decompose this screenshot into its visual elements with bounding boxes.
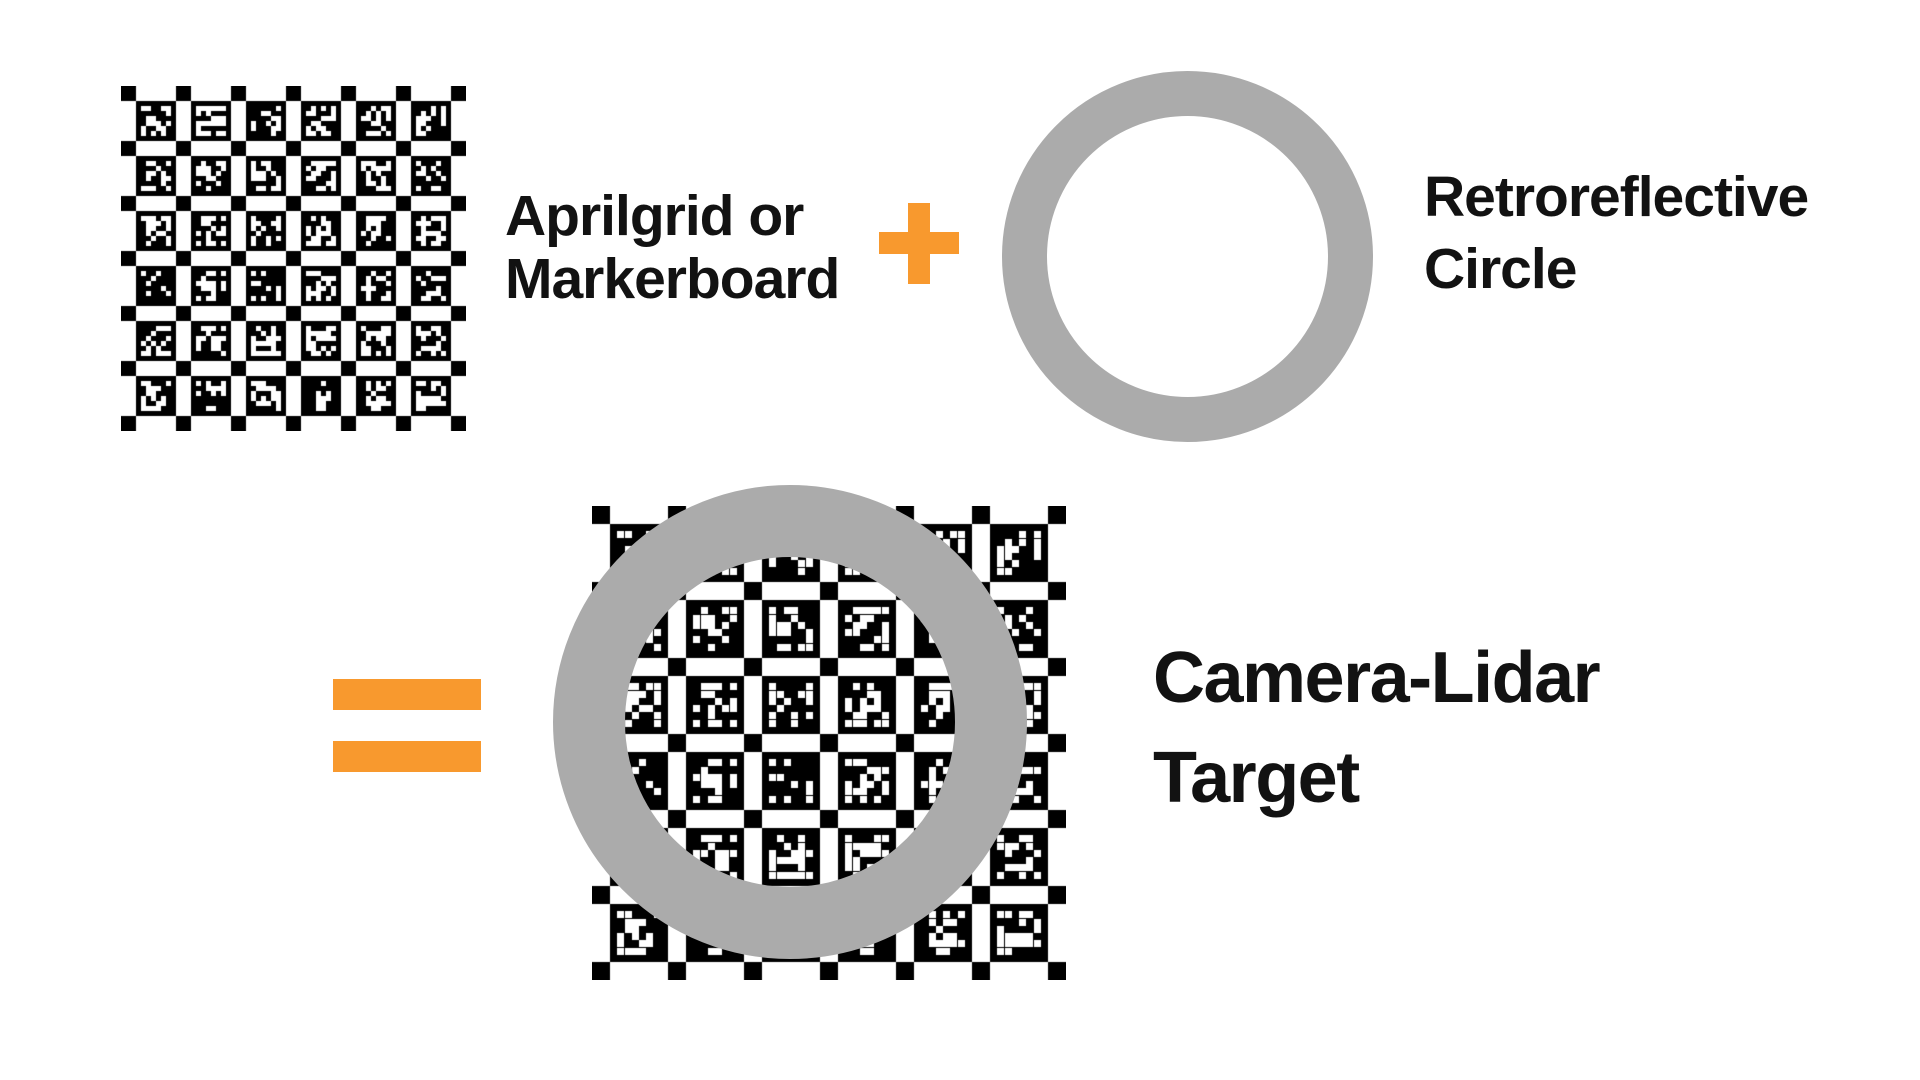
aprilgrid-label-line1: Aprilgrid or: [505, 184, 804, 248]
plus-icon: [879, 203, 959, 284]
retroreflective-label-line2: Circle: [1424, 237, 1577, 301]
composite-ring: [553, 485, 1027, 959]
retroreflective-label: Retroreflective Circle: [1424, 161, 1809, 305]
retroreflective-label-line1: Retroreflective: [1424, 165, 1809, 229]
camera-lidar-target-label-line2: Target: [1153, 738, 1360, 818]
aprilgrid-small: [121, 86, 466, 431]
aprilgrid-label-line2: Markerboard: [505, 247, 840, 311]
equals-icon: [333, 679, 481, 772]
aprilgrid-label: Aprilgrid or Markerboard: [505, 184, 840, 311]
camera-lidar-target-label: Camera-Lidar Target: [1153, 628, 1601, 828]
camera-lidar-target-label-line1: Camera-Lidar: [1153, 638, 1601, 718]
equals-top-bar: [333, 679, 481, 710]
equals-bottom-bar: [333, 741, 481, 772]
retroreflective-ring-circle: [1001, 70, 1373, 442]
plus-vertical-bar: [908, 203, 930, 284]
composite-ring-circle: [553, 485, 1027, 959]
retroreflective-ring: [1001, 70, 1373, 442]
